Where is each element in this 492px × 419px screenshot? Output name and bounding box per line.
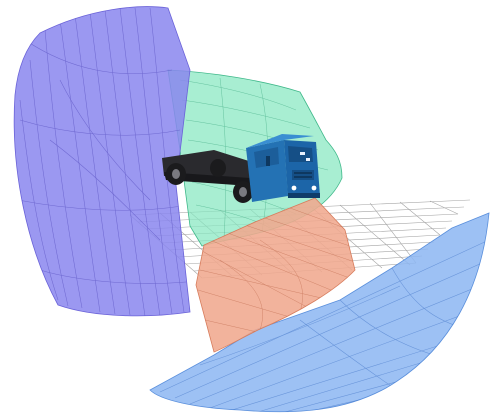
- rear-wheel-right: [210, 159, 226, 177]
- truck-grille: [292, 170, 314, 180]
- truck-mirror: [266, 156, 270, 166]
- truck-bumper: [288, 193, 320, 198]
- truck-headlight-left: [292, 186, 297, 191]
- truck-headlight-right: [312, 186, 317, 191]
